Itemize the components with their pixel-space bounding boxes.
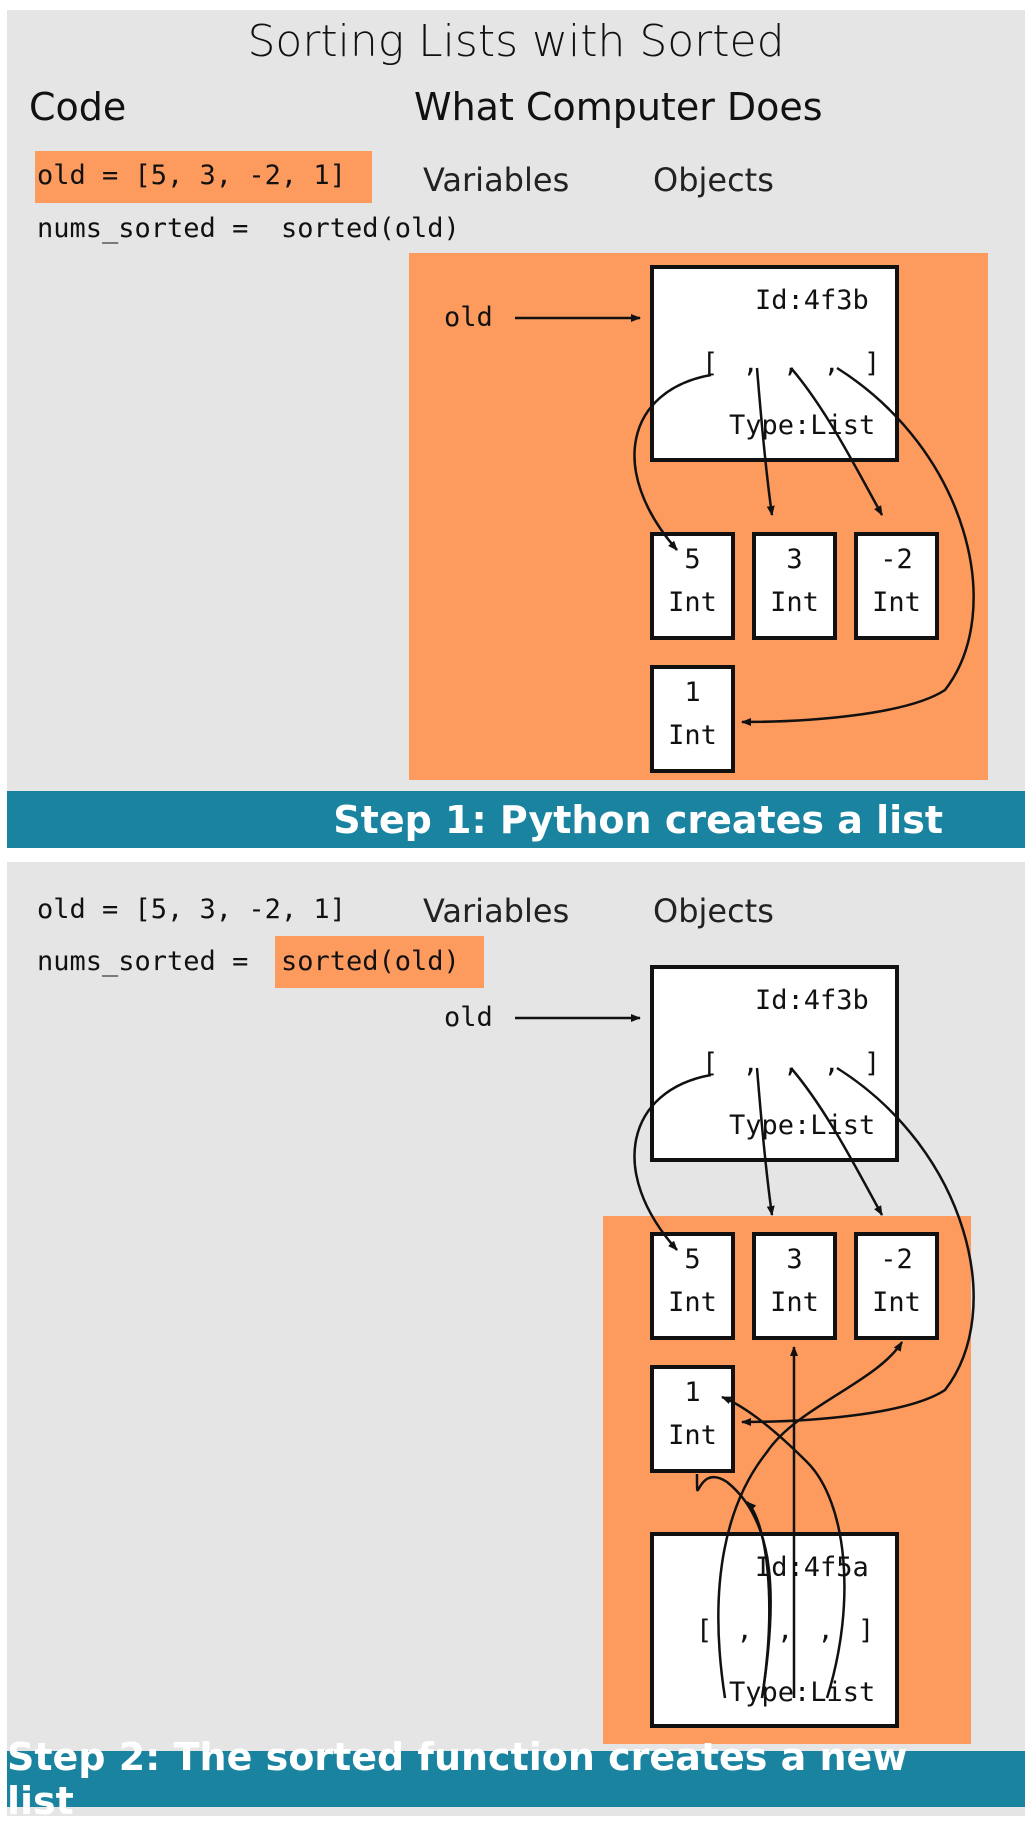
list-brackets: [ , , , ] bbox=[702, 1048, 885, 1079]
variables-label: Variables bbox=[423, 161, 570, 199]
int-type: Int bbox=[668, 1420, 717, 1451]
old-ref-neg2 bbox=[790, 1067, 884, 1216]
reference-arrows bbox=[515, 314, 975, 726]
variable-old: old bbox=[444, 302, 493, 333]
int-value: -2 bbox=[880, 544, 913, 575]
list-object-new: Id:4f5a [ , , , ] Type:List bbox=[650, 1532, 899, 1728]
step1-panel: Sorting Lists with Sorted Code What Comp… bbox=[7, 10, 1025, 848]
code-highlight bbox=[35, 151, 372, 203]
objects-label: Objects bbox=[653, 161, 774, 199]
list-object-old: Id:4f3b [ , , , ] Type:List bbox=[650, 965, 899, 1162]
int-type: Int bbox=[872, 587, 921, 618]
ref-arrow-3 bbox=[755, 367, 775, 516]
step2-banner: Step 2: The sorted function creates a ne… bbox=[7, 1735, 1025, 1823]
list-id: Id:4f3b bbox=[755, 985, 869, 1016]
old-ref-1 bbox=[741, 1066, 975, 1426]
code-line-2a: nums_sorted = bbox=[37, 946, 265, 977]
code-line-1: old = [5, 3, -2, 1] bbox=[37, 894, 346, 925]
code-line-1: old = [5, 3, -2, 1] bbox=[37, 160, 346, 191]
int-type: Int bbox=[668, 720, 717, 751]
list-type: Type:List bbox=[729, 1110, 876, 1141]
computer-header: What Computer Does bbox=[414, 85, 823, 129]
list-id: Id:4f5a bbox=[755, 1552, 869, 1583]
int-value: -2 bbox=[880, 1244, 913, 1275]
list-brackets: [ , , , ] bbox=[696, 1615, 879, 1646]
old-ref-3 bbox=[755, 1067, 775, 1216]
ref-arrow-5 bbox=[633, 373, 712, 551]
step1-banner: Step 1: Python creates a list bbox=[7, 791, 1025, 848]
list-type: Type:List bbox=[729, 1677, 876, 1708]
new-ref-neg2 bbox=[717, 1341, 904, 1699]
new-ref-1-head bbox=[746, 1501, 771, 1699]
new-ref-1 bbox=[695, 1474, 772, 1699]
code-line-2b: sorted(old) bbox=[281, 213, 460, 244]
ref-arrow-1 bbox=[741, 366, 975, 726]
code-header: Code bbox=[29, 85, 127, 129]
variable-old: old bbox=[444, 1002, 493, 1033]
int-value: 1 bbox=[684, 1377, 701, 1408]
int-value: 5 bbox=[684, 1244, 701, 1275]
int-type: Int bbox=[770, 1287, 819, 1318]
ref-arrow-neg2 bbox=[790, 367, 884, 516]
reference-arrows bbox=[515, 1014, 975, 1699]
int-type: Int bbox=[770, 587, 819, 618]
int-value: 3 bbox=[786, 1244, 803, 1275]
page-title: Sorting Lists with Sorted bbox=[247, 16, 785, 67]
code-highlight bbox=[275, 936, 484, 988]
list-object-old: Id:4f3b [ , , , ] Type:List bbox=[650, 265, 899, 462]
step2-panel: old = [5, 3, -2, 1] nums_sorted = sorted… bbox=[7, 862, 1025, 1823]
code-line-2b: sorted(old) bbox=[281, 946, 460, 977]
code-line-2a: nums_sorted = bbox=[37, 213, 265, 244]
new-ref-5 bbox=[721, 1395, 846, 1699]
int-type: Int bbox=[668, 587, 717, 618]
variables-label: Variables bbox=[423, 892, 570, 930]
list-id: Id:4f3b bbox=[755, 285, 869, 316]
int-value: 5 bbox=[684, 544, 701, 575]
int-type: Int bbox=[872, 1287, 921, 1318]
objects-label: Objects bbox=[653, 892, 774, 930]
int-value: 3 bbox=[786, 544, 803, 575]
int-value: 1 bbox=[684, 677, 701, 708]
list-type: Type:List bbox=[729, 410, 876, 441]
old-ref-5 bbox=[633, 1073, 712, 1251]
int-type: Int bbox=[668, 1287, 717, 1318]
